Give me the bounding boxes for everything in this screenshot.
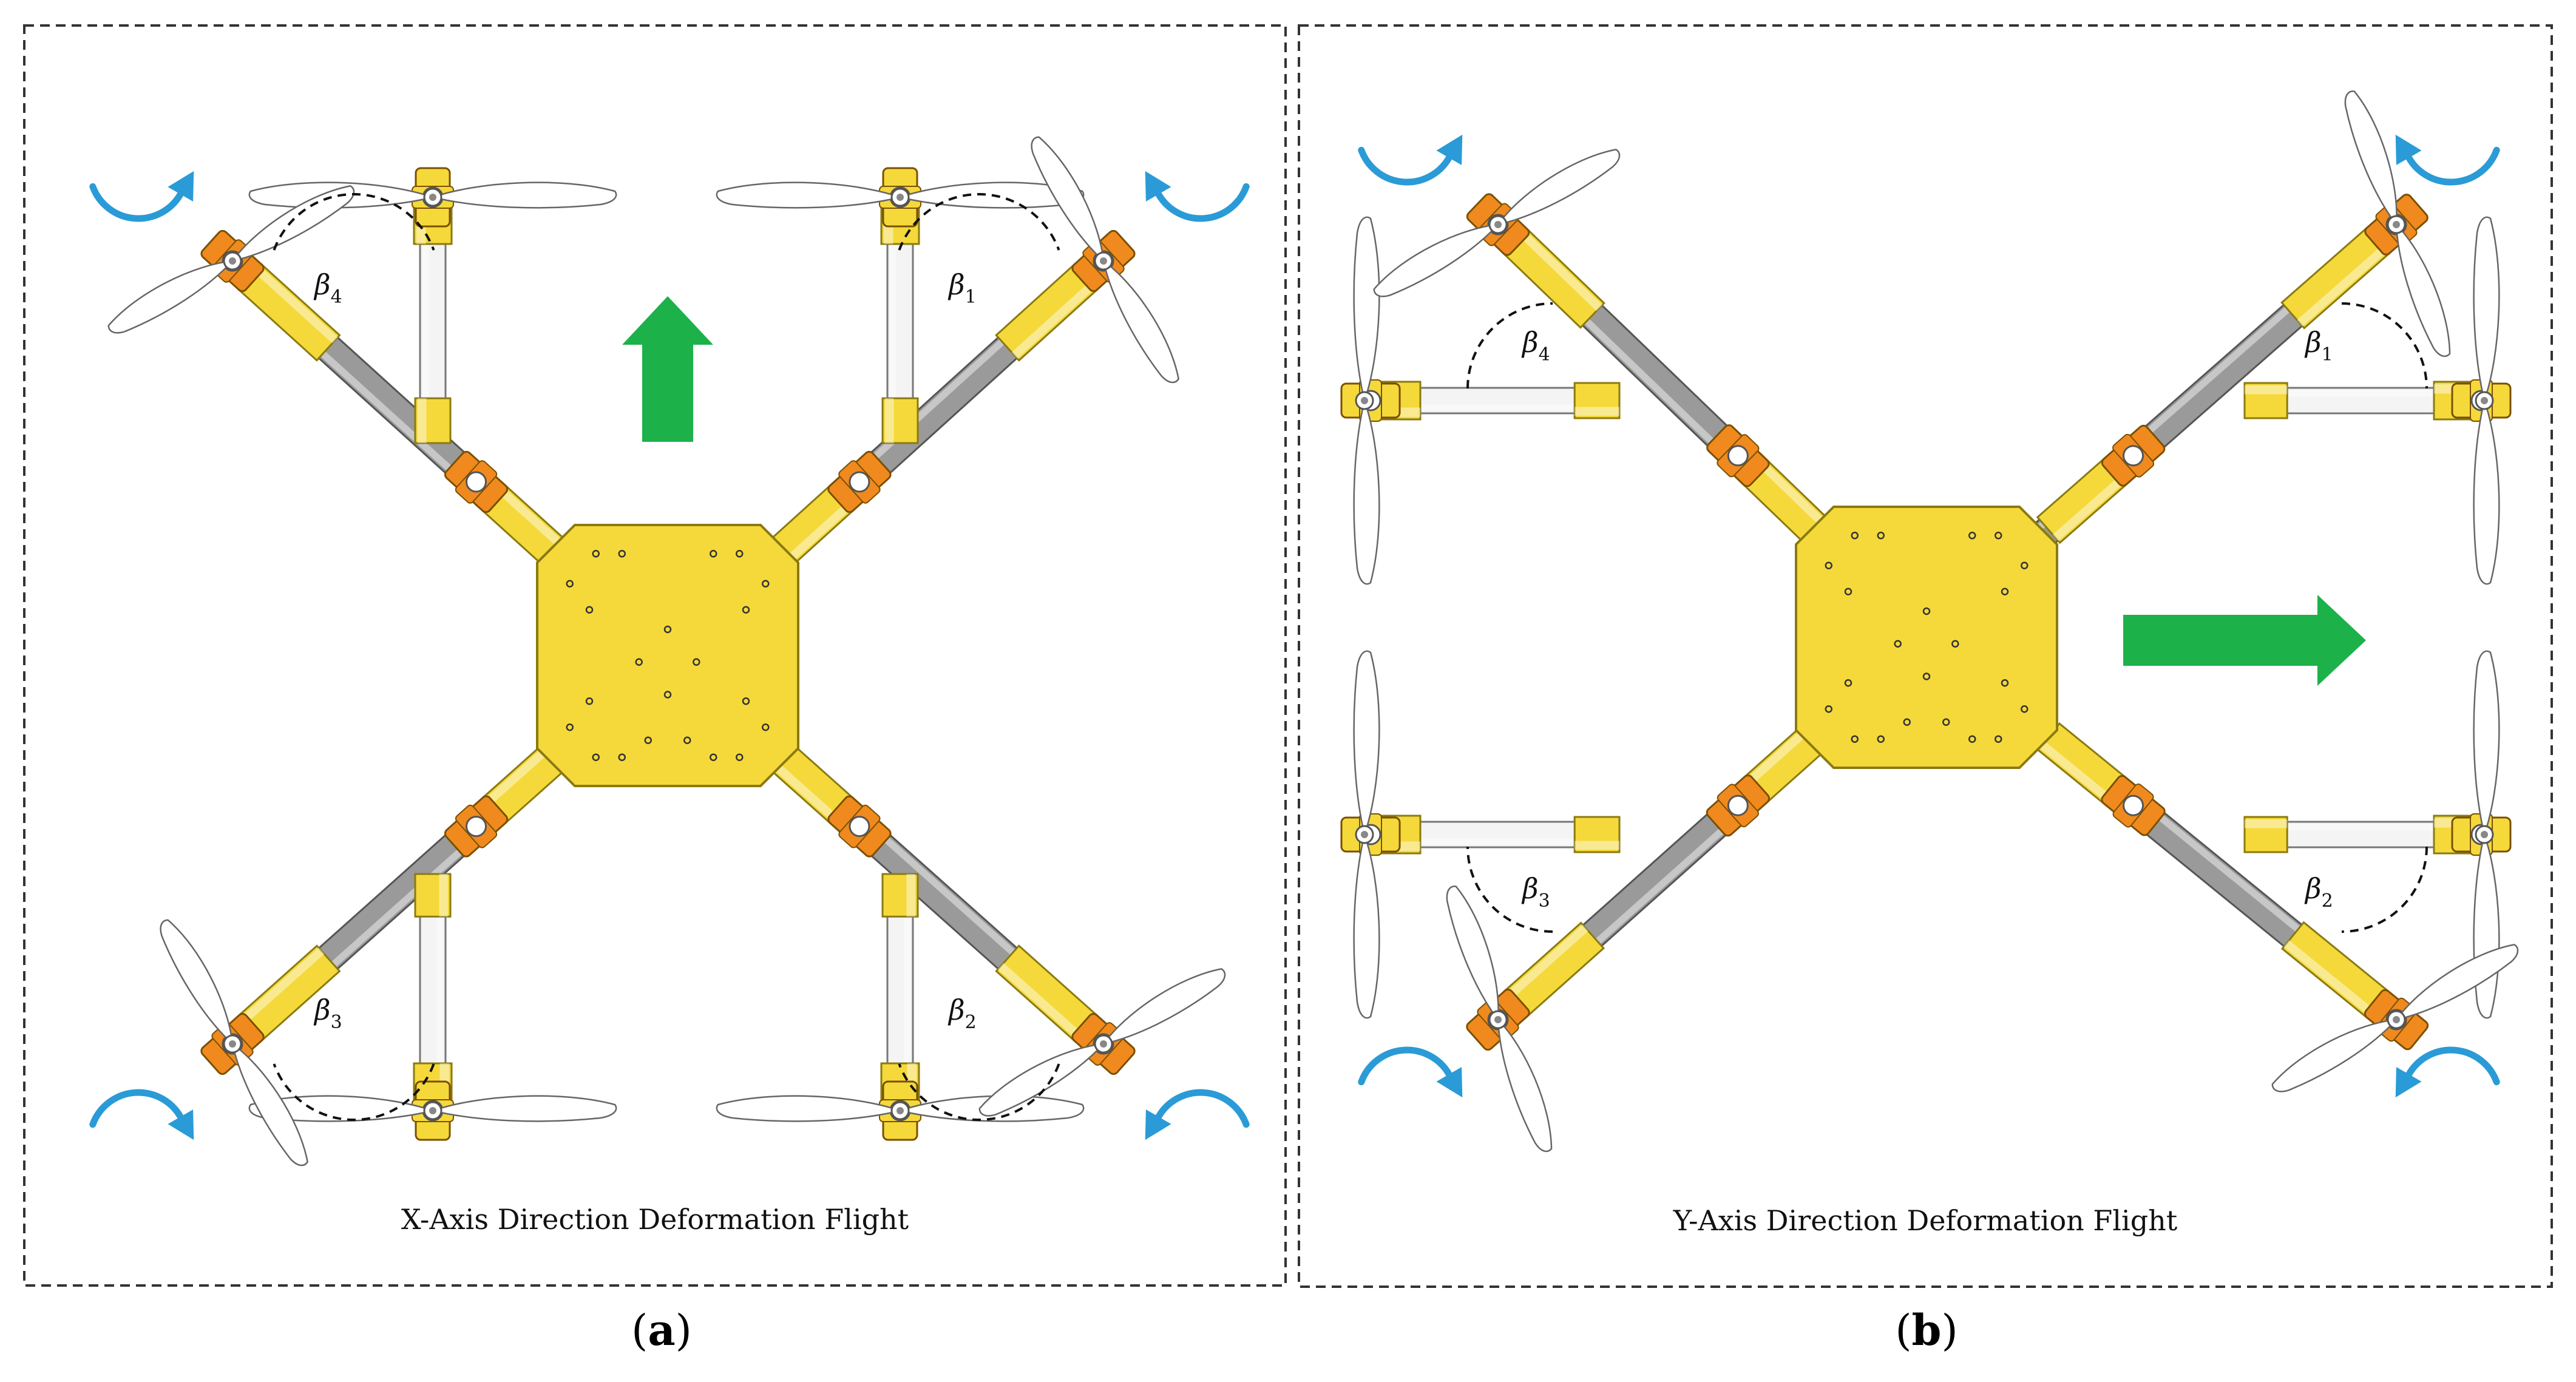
propeller-rl bbox=[1446, 886, 1553, 1153]
folded-arm-fr-base bbox=[881, 397, 919, 444]
panel-b-content: β4 β1 β3 β2Y-Axis Direction Deformation Fli… bbox=[1298, 24, 2553, 1288]
rotation-arrow-front-left bbox=[1358, 134, 1463, 186]
arm-front-right-joint bbox=[827, 450, 892, 513]
angle-label-beta1: β1 bbox=[2304, 326, 2333, 365]
panel-a-center-body bbox=[536, 524, 799, 787]
angle-arc-beta2 bbox=[2341, 846, 2428, 933]
panel-b-caption: Y-Axis Direction Deformation Flight bbox=[1673, 1204, 2178, 1237]
arm-front-right-joint bbox=[2101, 424, 2166, 487]
arm-rear-right-joint bbox=[2101, 774, 2166, 836]
panel-b-border bbox=[1298, 24, 2553, 1288]
angle-label-beta4: β4 bbox=[313, 268, 342, 308]
folded-arm-fl-base bbox=[1573, 382, 1621, 419]
angle-label-beta2: β2 bbox=[2304, 872, 2333, 912]
propeller-rl bbox=[160, 919, 308, 1167]
angle-label-beta3: β3 bbox=[1521, 872, 1550, 912]
angle-arc-beta4 bbox=[1466, 302, 1553, 389]
folded-arm-rr-base bbox=[2243, 816, 2288, 853]
folded-propeller-rl bbox=[248, 1095, 617, 1122]
propeller-fr bbox=[1031, 136, 1179, 384]
folded-arm-rr-base bbox=[881, 873, 919, 918]
arm-front-left-bracket bbox=[237, 263, 341, 362]
propeller-rr bbox=[2271, 944, 2519, 1092]
folded-arm-rl bbox=[419, 873, 447, 1112]
panel-a-border bbox=[23, 24, 1287, 1287]
angle-arc-beta1 bbox=[898, 193, 1060, 251]
rotation-arrow-rear-left bbox=[89, 1089, 194, 1140]
propeller-fl bbox=[1373, 149, 1621, 297]
rotation-arrow-front-right bbox=[1145, 171, 1250, 222]
panel-b-letter: b bbox=[1911, 1305, 1942, 1355]
folded-propeller-fr bbox=[2473, 216, 2500, 585]
panel-a-content: β4 β1 β3 β2X-Axis Direction Deformation Fli… bbox=[23, 24, 1287, 1287]
folded-arm-fr bbox=[886, 193, 914, 444]
arm-rear-left-bracket bbox=[237, 944, 341, 1043]
panel-b-direction-arrow bbox=[2123, 595, 2366, 686]
panel-b-diagram: β4 β1 β3 β2Y-Axis Direction Deformation Fli… bbox=[1298, 24, 2553, 1288]
folded-arm-rl-base bbox=[1573, 816, 1621, 853]
panel-b-label: (b) bbox=[1895, 1305, 1958, 1355]
propeller-fl bbox=[107, 185, 355, 334]
arm-rear-left-joint bbox=[444, 795, 509, 858]
folded-propeller-fl bbox=[1353, 216, 1380, 585]
angle-arc-beta3 bbox=[273, 1063, 435, 1121]
arm-front-left-joint bbox=[1706, 424, 1770, 487]
arm-rear-right-joint bbox=[827, 795, 892, 858]
arm-rear-left-joint bbox=[1706, 774, 1771, 837]
panel-a-letter: a bbox=[648, 1305, 676, 1355]
arm-front-left-joint bbox=[444, 450, 509, 513]
arm-front-right-bracket bbox=[995, 263, 1099, 362]
panel-b-center-body bbox=[1795, 506, 2058, 769]
angle-label-beta4: β4 bbox=[1521, 326, 1550, 365]
angle-label-beta3: β3 bbox=[313, 994, 342, 1033]
angle-arc-beta4 bbox=[273, 193, 435, 251]
propeller-fr bbox=[2344, 90, 2451, 357]
angle-arc-beta1 bbox=[2341, 302, 2428, 389]
rotation-arrow-rear-right bbox=[1145, 1089, 1250, 1140]
rotation-arrow-front-right bbox=[2395, 134, 2500, 186]
angle-arc-beta3 bbox=[1466, 846, 1553, 933]
arm-rear-right-bracket bbox=[2280, 921, 2390, 1019]
panel-a-caption: X-Axis Direction Deformation Flight bbox=[401, 1203, 909, 1236]
rotation-arrow-rear-left bbox=[1358, 1046, 1463, 1098]
angle-label-beta2: β2 bbox=[947, 994, 977, 1033]
folded-arm-fl-base bbox=[414, 397, 452, 444]
rotation-arrow-rear-right bbox=[2395, 1046, 2500, 1098]
folded-arm-fr-base bbox=[2243, 382, 2288, 419]
panel-a-label: (a) bbox=[631, 1305, 692, 1355]
angle-arc-beta2 bbox=[898, 1063, 1060, 1121]
folded-propeller-rl bbox=[1353, 650, 1380, 1019]
rotation-arrow-front-left bbox=[89, 171, 194, 222]
panel-a-diagram: β4 β1 β3 β2X-Axis Direction Deformation Fli… bbox=[23, 24, 1287, 1287]
angle-label-beta1: β1 bbox=[947, 268, 977, 308]
propeller-rr bbox=[978, 968, 1226, 1117]
folded-arm-rl-base bbox=[414, 873, 452, 918]
panel-a-direction-arrow bbox=[622, 296, 713, 442]
arm-front-right-bracket bbox=[2280, 227, 2390, 330]
